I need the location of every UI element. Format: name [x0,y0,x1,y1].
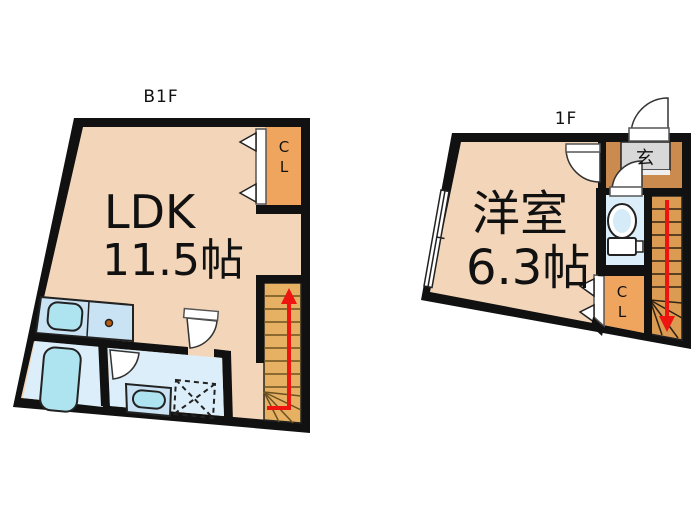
1f-entrance-door-leaf [628,127,670,142]
1f-closet-door-marker-icon [578,277,595,298]
floorplan-b1f: B1F LDK 11.5帖 C L [13,87,310,433]
b1f-stove-burner-icon [104,318,114,328]
1f-room-divider-wall [598,142,606,276]
b1f-washroom-door-arc-icon [186,317,218,349]
1f-room-name: 洋室 [472,186,568,242]
1f-closet-corner-wall [591,317,604,336]
b1f-bathroom-door-arc-icon [109,349,140,380]
b1f-stair-treads [263,295,302,424]
b1f-stairs-top-wall [256,275,302,283]
1f-closet-label: L [618,303,627,321]
b1f-stairs-side-wall [256,275,264,363]
toilet-icon [607,203,644,256]
1f-closet [604,276,644,333]
1f-room-area: 6.3帖 [466,240,590,296]
b1f-kitchen-sink [46,301,84,332]
b1f-closet-bifold-door [255,128,267,205]
1f-closet-top-wall [596,266,652,276]
stairs-down-arrow-icon [659,200,675,332]
b1f-closet-wall [256,205,310,214]
1f-entrance-label: 玄 [636,148,654,169]
b1f-washroom-right-wall [222,352,233,423]
b1f-closet-door-marker-icon [238,131,257,153]
1f-stairs-side-wall [644,188,652,338]
window-icon [423,189,450,289]
stairs-up-arrow-icon [267,288,297,410]
1f-stairs-top-wall [644,188,691,196]
b1f-bathtub [39,346,82,413]
1f-closet-door-marker-icon [578,303,595,324]
1f-genkan-tile [620,141,671,171]
1f-genkan-threshold [621,170,670,175]
1f-toilet-door-leaf [609,186,643,197]
b1f-vanity-basin [131,389,166,410]
b1f-closet-label: C [279,138,289,156]
b1f-closet [265,127,301,205]
b1f-closet-door-marker-icon [238,182,257,204]
1f-floor-label: 1F [555,109,578,129]
b1f-kitchen-divider [86,300,90,338]
1f-closet-label: C [617,283,627,301]
1f-closet-bifold-door [593,274,605,328]
b1f-bath-divider-wall [98,339,110,407]
b1f-floor-label: B1F [143,87,178,107]
floorplan-1f: 1F 洋室 6.3帖 玄 C L [421,97,691,349]
b1f-washroom-door-leaf [182,307,220,322]
1f-room-door-leaf [565,143,601,153]
b1f-washroom-top-wall [32,333,188,355]
b1f-closet-label: L [280,158,289,176]
b1f-washing-machine-pan-icon [172,378,217,420]
b1f-room-area: 11.5帖 [102,235,244,286]
b1f-room-name: LDK [104,185,197,239]
